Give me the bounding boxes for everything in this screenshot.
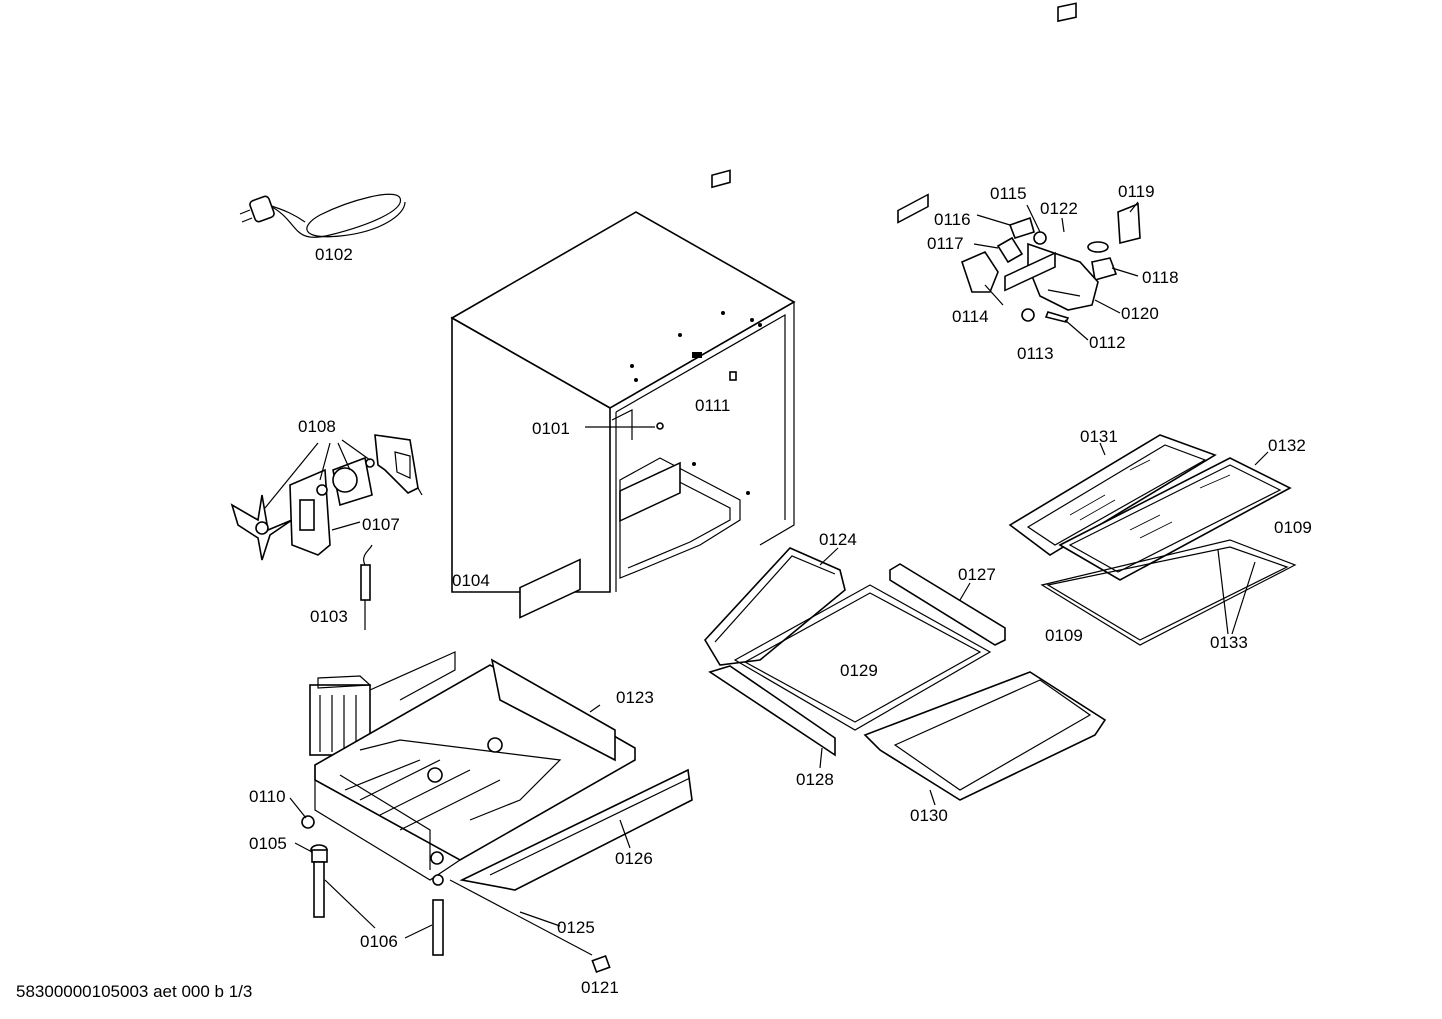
- cabinet-part: [450, 211, 796, 593]
- label-0121: 0121: [581, 978, 619, 997]
- front-grille-part: [459, 461, 693, 891]
- rod-part: [449, 879, 593, 956]
- label-0124: 0124: [819, 530, 857, 549]
- label-0123: 0123: [616, 688, 654, 707]
- power-cord-part: [239, 193, 406, 238]
- label-0116: 0116: [934, 210, 971, 229]
- label-0118: 0118: [1142, 268, 1179, 287]
- label-0108: 0108: [298, 417, 336, 436]
- label-0101: 0101: [532, 419, 570, 438]
- shelves-parts: [1008, 434, 1297, 646]
- label-0113: 0113: [1017, 344, 1054, 363]
- leader-lines: [264, 201, 1269, 939]
- document-footer: 58300000105003 aet 000 b 1/3: [16, 982, 252, 1001]
- label-0132: 0132: [1268, 436, 1306, 455]
- label-0126: 0126: [615, 849, 653, 868]
- label-0115: 0115: [990, 184, 1027, 203]
- drawer-parts: [704, 193, 1107, 801]
- label-0125: 0125: [557, 918, 595, 937]
- part-labels: 0101 0102 0103 0104 0105 0106 0107 0108 …: [249, 182, 1312, 997]
- feet-parts: [301, 815, 444, 956]
- label-0120: 0120: [1121, 304, 1159, 323]
- label-0106: 0106: [360, 932, 398, 951]
- label-0109-left: 0109: [1045, 626, 1083, 645]
- label-0130: 0130: [910, 806, 948, 825]
- base-assembly-part: [309, 651, 636, 886]
- label-0117: 0117: [927, 234, 964, 253]
- label-0114: 0114: [952, 307, 989, 326]
- label-0129: 0129: [840, 661, 878, 680]
- label-0131: 0131: [1080, 427, 1118, 446]
- label-0103: 0103: [310, 607, 348, 626]
- label-0119: 0119: [1118, 182, 1155, 201]
- label-0112: 0112: [1089, 333, 1126, 352]
- label-0109-right: 0109: [1274, 518, 1312, 537]
- label-0104: 0104: [452, 571, 490, 590]
- label-0110: 0110: [249, 787, 286, 806]
- label-0105: 0105: [249, 834, 287, 853]
- clip-part-0111: [711, 169, 737, 381]
- label-0127: 0127: [958, 565, 996, 584]
- label-0128: 0128: [796, 770, 834, 789]
- sensor-part-0103: [360, 544, 373, 630]
- label-0107: 0107: [362, 515, 400, 534]
- label-0111: 0111: [695, 396, 730, 415]
- fan-assembly-part: [230, 434, 423, 561]
- lamp-housing-parts: [961, 2, 1141, 323]
- label-0122: 0122: [1040, 199, 1078, 218]
- label-0102: 0102: [315, 245, 353, 264]
- cap-part: [591, 954, 611, 974]
- label-0133: 0133: [1210, 633, 1248, 652]
